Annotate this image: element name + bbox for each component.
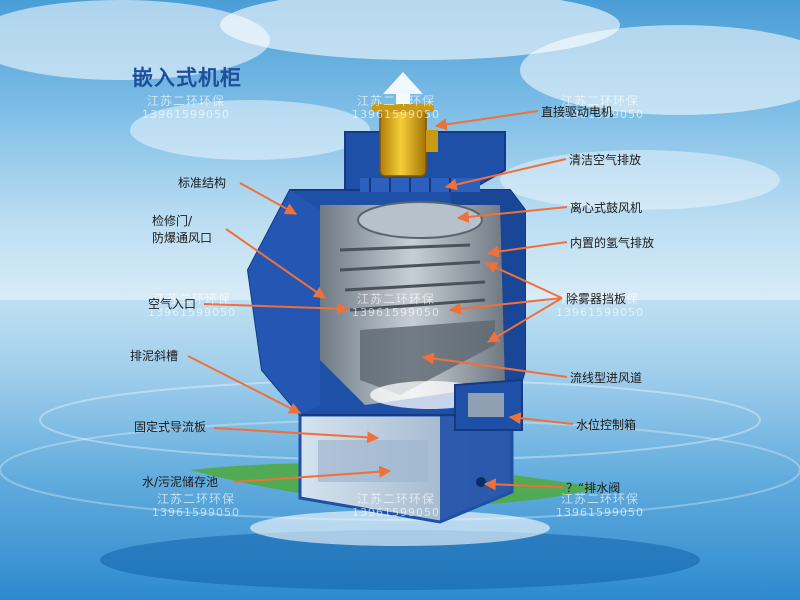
- label-centrifugal-fan: 离心式鼓风机: [570, 201, 643, 215]
- exhaust-grille: [360, 178, 480, 192]
- cloud: [220, 0, 620, 60]
- demister-baffles: [339, 243, 486, 312]
- label-access-door: 检修门/: [152, 214, 193, 228]
- label-drain-valve: ？“排水阀: [566, 481, 621, 495]
- label-mud-chute: 排泥斜槽: [130, 349, 179, 363]
- cloud: [0, 0, 270, 80]
- label-air-inlet: 空气入口: [148, 297, 197, 311]
- label-standard-structure: 标准结构: [178, 176, 227, 190]
- water-level-window: [468, 393, 504, 417]
- label-streamline-inlet: 流线型进风道: [570, 371, 643, 385]
- tank-side: [440, 415, 512, 522]
- exhaust-up-arrow: [383, 72, 423, 104]
- label-direct-motor: 直接驱动电机: [541, 105, 614, 119]
- label-hydrogen-exhaust: 内置的氢气排放: [570, 236, 655, 250]
- centrifugal-fan: [357, 201, 483, 239]
- label-water-level-box: 水位控制箱: [576, 418, 637, 432]
- label-demister: 除雾器挡板: [566, 292, 627, 306]
- water-shadow: [100, 530, 700, 590]
- cloud: [500, 150, 780, 210]
- cloud: [520, 25, 800, 115]
- page-title: 嵌入式机柜: [132, 66, 242, 90]
- cloud: [130, 100, 370, 160]
- motor-cap: [372, 104, 434, 112]
- motor-terminal: [426, 130, 438, 152]
- label-fixed-baffle: 固定式导流板: [134, 420, 207, 434]
- splash: [250, 510, 550, 546]
- label-clean-exhaust: 清洁空气排放: [569, 153, 642, 167]
- callout-arrows: [187, 110, 574, 491]
- drain-valve-port: [476, 477, 486, 487]
- label-explosion-vent: 防爆通风口: [152, 231, 213, 245]
- label-water-storage: 水/污泥储存池: [142, 475, 219, 489]
- cabinet-left-panel: [248, 190, 320, 415]
